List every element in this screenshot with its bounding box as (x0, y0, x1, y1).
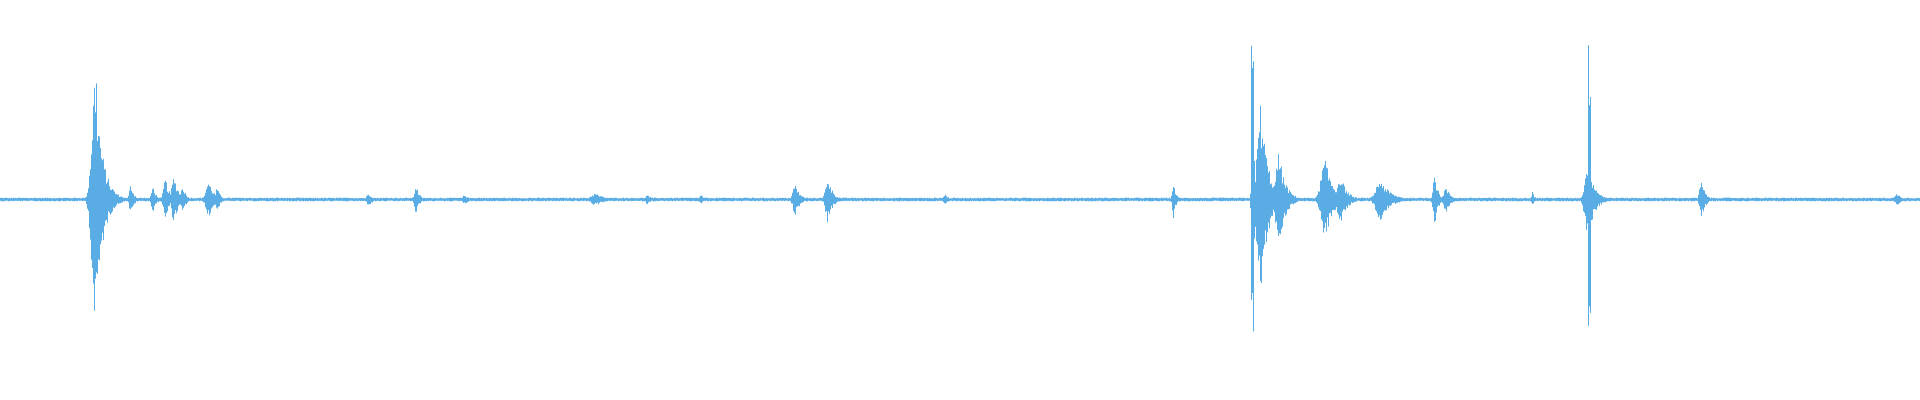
waveform-signal (0, 45, 1920, 332)
